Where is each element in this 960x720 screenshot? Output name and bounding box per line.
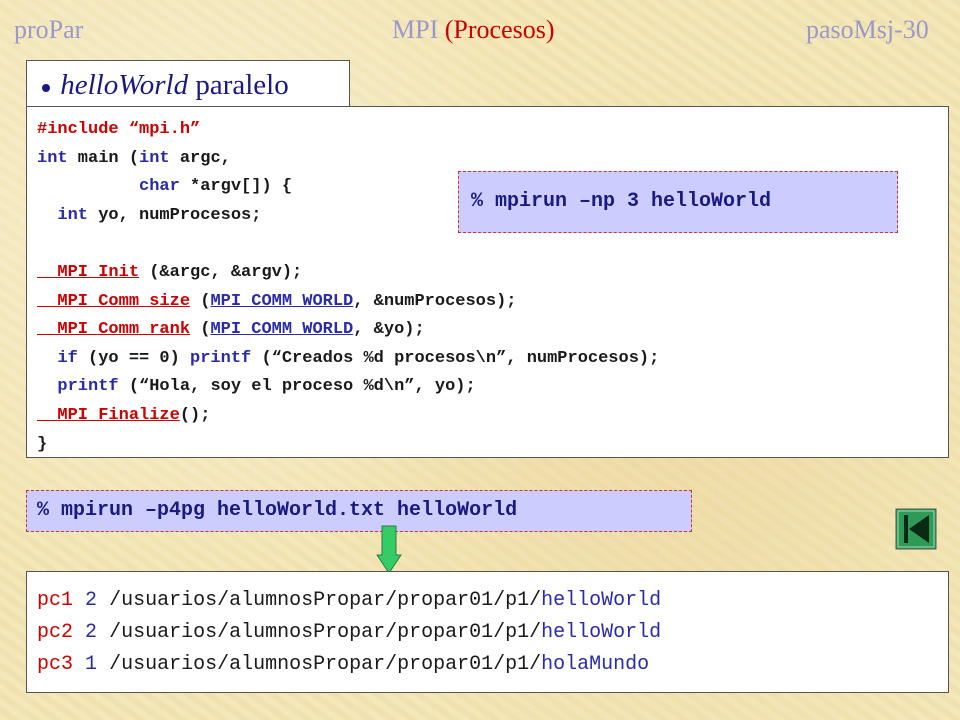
code-token: (); [179,405,211,425]
code-token: yo, numProcesos; [88,205,262,225]
host-count: 1 [85,653,98,676]
header-procesos: (Procesos) [444,15,555,44]
code-token: (&argc, &argv); [139,262,303,282]
header-center: MPI (Procesos) [392,12,555,48]
code-token: MPI_Comm_rank [37,320,191,340]
code-token: int [37,148,68,168]
code-token: if [37,348,78,368]
code-token: ( [190,320,211,340]
nav-back-icon[interactable] [895,508,937,555]
code-token: char [37,177,180,197]
down-arrow-icon [376,525,402,580]
host-program: helloWorld [541,589,662,612]
hosts-file: pc1 2 /usuarios/alumnosPropar/propar01/p… [26,571,949,693]
host-path: /usuarios/alumnosPropar/propar01/p1/ [109,589,542,612]
code-token: printf [37,377,119,397]
header-mpi: MPI [392,15,445,44]
code-token: int [139,148,170,168]
header-left: proPar [14,15,84,44]
command-p4pg: % mpirun –p4pg helloWorld.txt helloWorld [26,490,692,532]
code-token: *argv[]) { [179,177,293,197]
host-count: 2 [85,621,98,644]
code-token: MPI_Init [37,262,140,282]
bullet-italic: helloWorld [60,69,189,101]
code-line: char *argv[]) { [37,173,948,202]
code-token: (yo == 0) [77,348,191,368]
hosts-line: pc3 1 /usuarios/alumnosPropar/propar01/p… [37,649,948,681]
header-right: pasoMsj-30 [806,15,929,44]
code-token: int [37,205,89,225]
bullet-title: helloWorld paralelo [26,60,350,106]
code-token: MPI_Comm_size [37,291,191,311]
code-line: if (yo == 0) printf (“Creados %d proceso… [37,345,948,374]
code-line: MPI_Finalize(); [37,402,948,431]
code-token: main ( [67,148,140,168]
host-program: holaMundo [541,653,650,676]
bullet-dot-icon [39,61,53,92]
hosts-line: pc2 2 /usuarios/alumnosPropar/propar01/p… [37,617,948,649]
code-line: int main (int argc, [37,145,948,174]
bullet-rest: paralelo [195,69,289,101]
code-line: int yo, numProcesos; [37,202,948,231]
command-np: % mpirun –np 3 helloWorld [458,171,898,233]
host-path: /usuarios/alumnosPropar/propar01/p1/ [109,653,542,676]
code-line: #include “mpi.h” [37,116,948,145]
host-name: pc2 [37,621,74,644]
code-token: (“Creados %d procesos\n”, numProcesos); [251,348,660,368]
host-program: helloWorld [541,621,662,644]
code-token: } [37,434,48,454]
code-line-blank [37,230,948,259]
code-token: , &numProcesos); [353,291,517,311]
code-token: (“Hola, soy el proceso %d\n”, yo); [118,377,476,397]
code-line: printf (“Hola, soy el proceso %d\n”, yo)… [37,373,948,402]
host-name: pc1 [37,589,74,612]
code-token: #include [37,120,129,139]
code-listing: #include “mpi.h” int main (int argc, cha… [26,106,949,458]
code-token: MPI_COMM_WORLD [210,291,354,311]
host-count: 2 [85,589,98,612]
code-token: “mpi.h” [128,120,201,139]
code-line: } [37,431,948,460]
code-line: MPI_Init (&argc, &argv); [37,259,948,288]
host-path: /usuarios/alumnosPropar/propar01/p1/ [109,621,542,644]
hosts-line: pc1 2 /usuarios/alumnosPropar/propar01/p… [37,585,948,617]
host-name: pc3 [37,653,74,676]
code-token: argc, [169,148,231,168]
code-token: MPI_COMM_WORLD [210,320,354,340]
code-token: printf [190,348,252,368]
code-token: MPI_Finalize [37,405,180,425]
code-token: , &yo); [353,320,425,340]
code-token: ( [190,291,211,311]
code-line: MPI_Comm_rank (MPI_COMM_WORLD, &yo); [37,316,948,345]
code-line: MPI_Comm_size (MPI_COMM_WORLD, &numProce… [37,288,948,317]
